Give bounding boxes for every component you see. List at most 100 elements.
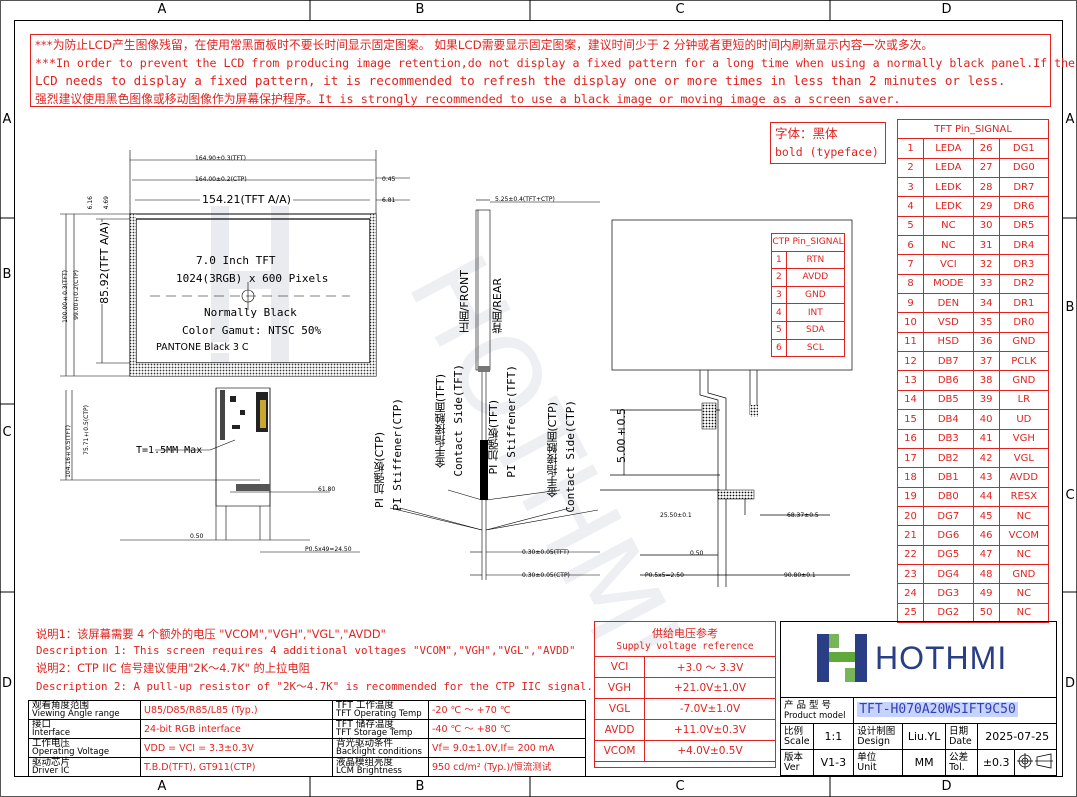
tft-pin-no-right: 41 [972,428,1000,449]
model-label-en: Product model [784,710,846,721]
brand-name: HOTHMI [875,640,1008,676]
spec-label-en: TFT Operating Temp [336,709,422,719]
rear-label: 背面/REAR [491,278,504,334]
tft-pin-signal-right: NC [998,583,1050,604]
warning-line-3: LCD needs to display a fixed pattern, it… [35,73,1006,88]
tft-pin-signal-left: DB3 [923,428,974,449]
voltage-value: +11.0V±0.3V [644,719,776,741]
tft-pin-signal-left: DG7 [923,505,974,527]
spec-label-cn: 驱动芯片 [32,757,71,768]
tft-pin-no-left: 18 [897,467,924,488]
tft-pin-no-right: 36 [972,331,1000,353]
design-label-cn: 设计制图 [857,725,896,737]
dim-rear-width: 90.80±0.1 [784,572,816,579]
contact-side-ctp-cn: 金手指接触面(CTP) [546,402,559,498]
tft-pin-no-right: 44 [972,486,1000,507]
tft-pin-no-right: 43 [972,467,1000,488]
title-block-table: 产 品 型 号 Product model TFT-H070A20WSIFT9C… [779,697,1057,776]
date-label-cn: 日期 [949,725,969,737]
dim-61-80: 61.80 [318,486,336,493]
spec-label-en: Driver IC [32,766,70,776]
tft-pin-signal-left: VSD [923,312,974,333]
note-1-en: Description 1: This screen requires 4 ad… [36,644,576,657]
spec-label-en: Backlight conditions [336,747,422,757]
dim-0-50-front: 0.50 [190,533,204,540]
tft-pin-signal-left: DG5 [923,544,974,565]
ctp-pin-signal: AVDD [785,268,846,287]
tft-pin-signal-right: UD [998,409,1050,430]
spec-label-cn: TFT 工作温度 [336,700,394,711]
tft-pin-signal-right: DR2 [998,273,1050,295]
dim-right-681: 6.81 [382,197,396,204]
spec-label-cn: 工作电压 [32,738,71,749]
voltage-value: +4.0V±0.5V [644,740,776,762]
tft-pin-no-right: 37 [972,351,1000,372]
zone-col-d: D [941,2,952,17]
tft-pin-signal-right: DR3 [998,254,1050,275]
tft-pin-no-left: 15 [897,409,924,430]
tft-pin-signal-right: LR [998,389,1050,411]
tft-pin-signal-left: DB7 [923,351,974,372]
panel-mode: Normally Black [204,306,297,319]
spec-label-cn: 观看角度范围 [32,700,90,711]
tft-pin-signal-left: DG3 [923,583,974,604]
tft-pin-signal-left: NC [923,215,974,237]
tft-pin-signal-left: DB5 [923,389,974,411]
tft-pin-signal-right: NC [998,544,1050,565]
zone-col-a: A [157,2,167,17]
voltage-title-cn: 供给电压参考 [652,627,718,640]
front-label: 正面/FRONT [458,270,471,334]
tft-pin-signal-right: DR6 [998,196,1050,217]
note-1-cn: 说明1：该屏幕需要 4 个额外的电压 "VCOM","VGH","VGL","A… [36,628,386,641]
side-view-drawing [389,199,600,580]
dim-side-thickness: 5.25±0.4(TFT+CTP) [495,196,555,203]
contact-side-tft-en: Contact Side(TFT) [452,364,465,477]
tft-pin-no-right: 40 [972,409,1000,430]
tft-pin-no-left: 3 [897,177,924,198]
tft-pin-no-left: 17 [897,447,924,469]
unit-label-en: Unit [857,761,877,773]
tft-pin-no-right: 39 [972,389,1000,411]
tft-pin-no-right: 49 [972,583,1000,604]
dim-left-469: 4.69 [103,196,110,210]
tft-pin-no-right: 50 [972,602,1000,623]
zone-row-b-left: B [2,267,12,282]
tft-pin-signal-left: DB0 [923,486,974,507]
voltage-row: VCI+3.0 ～ 3.3V [594,656,776,678]
unit-label-cn: 单位 [857,751,877,763]
zone-row-a-right: A [1065,112,1075,127]
dim-ctp-fpc-thickness: 0.30±0.05(CTP) [522,572,570,579]
tft-pin-signal-right: AVDD [998,467,1050,488]
ctp-pin-no: 3 [771,285,787,305]
tft-pin-signal-left: DG6 [923,525,974,546]
tft-pin-no-left: 19 [897,486,924,507]
tft-pin-signal-left: HSD [923,331,974,353]
tft-pin-no-left: 20 [897,505,924,527]
title-block: HOTHMI [780,621,1057,777]
tft-pin-no-right: 27 [972,157,1000,179]
tolerance-label-en: Tol. [949,761,965,773]
